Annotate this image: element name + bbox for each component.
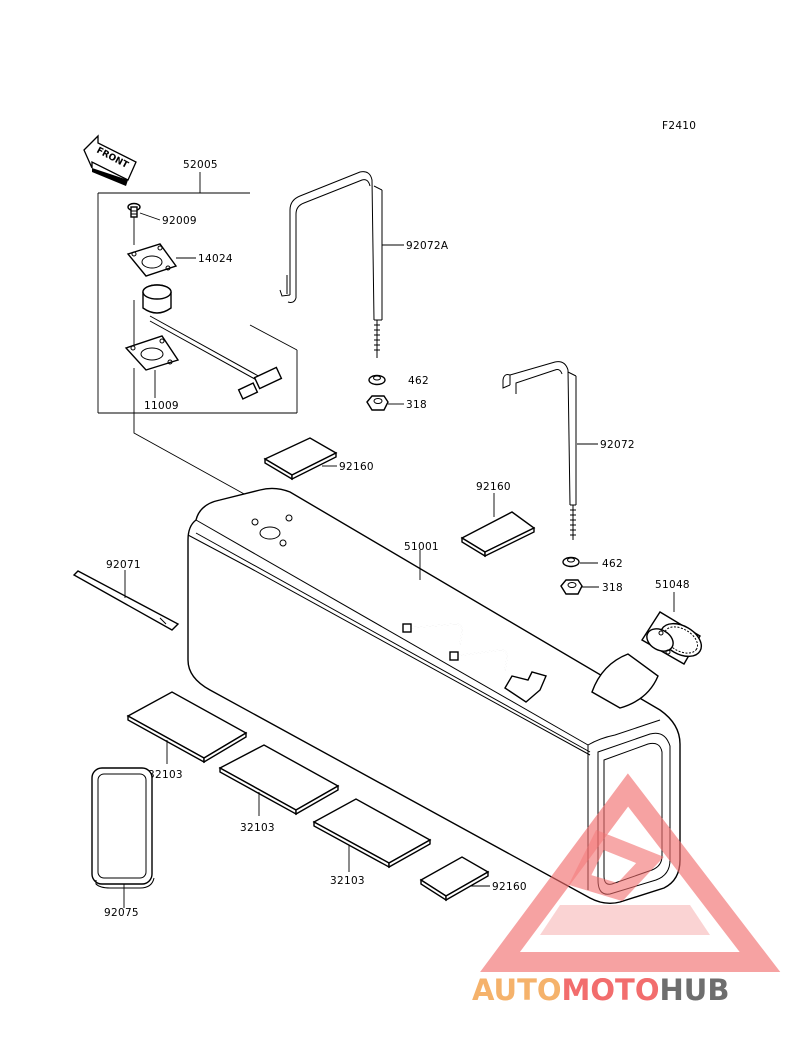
nut-318-a <box>366 395 389 411</box>
pad-32103-c <box>312 798 432 869</box>
label-92072: 92072 <box>600 439 635 451</box>
gasket-14024 <box>126 243 178 277</box>
fuel-sender-unit <box>142 284 283 400</box>
label-51048: 51048 <box>655 579 690 591</box>
watermark-logo <box>480 773 781 972</box>
label-92071: 92071 <box>106 559 141 571</box>
label-92160-b: 92160 <box>476 481 511 493</box>
label-32103-a: 32103 <box>148 769 183 781</box>
washer-462-a <box>368 374 386 386</box>
pad-32103-a <box>126 691 248 764</box>
figure-id: F2410 <box>662 120 696 132</box>
label-462-a: 462 <box>408 375 429 387</box>
pad-92160-a <box>263 437 338 481</box>
label-11009: 11009 <box>144 400 179 412</box>
label-318-b: 318 <box>602 582 623 594</box>
strap-92072A <box>279 171 383 358</box>
label-32103-b: 32103 <box>240 822 275 834</box>
watermark-text: AUTOMOTOHUB <box>472 973 729 1007</box>
pad-92160-b <box>460 511 536 558</box>
label-462-b: 462 <box>602 558 623 570</box>
washer-462-b <box>562 556 580 568</box>
pad-32103-b <box>218 744 340 816</box>
label-51001: 51001 <box>404 541 439 553</box>
label-92160-a: 92160 <box>339 461 374 473</box>
gasket-11009 <box>124 335 180 371</box>
watermark-moto: MOTO <box>562 973 660 1007</box>
nut-318-b <box>560 579 583 595</box>
label-92160-c: 92160 <box>492 881 527 893</box>
label-92072A: 92072A <box>406 240 449 252</box>
watermark-auto: AUTO <box>472 973 562 1007</box>
pad-92075 <box>91 767 155 889</box>
fuel-tank-51001 <box>187 487 681 905</box>
strap-92072 <box>502 361 577 540</box>
label-32103-c: 32103 <box>330 875 365 887</box>
assembly-52005-bracket <box>97 172 298 414</box>
label-92075: 92075 <box>104 907 139 919</box>
label-52005: 52005 <box>183 159 218 171</box>
fuel-cap-51048 <box>641 611 702 665</box>
label-92009: 92009 <box>162 215 197 227</box>
front-arrow-icon: FRONT <box>83 134 137 186</box>
watermark-hub: HUB <box>660 973 730 1007</box>
label-318-a: 318 <box>406 399 427 411</box>
screw-92009 <box>127 202 141 218</box>
label-14024: 14024 <box>198 253 233 265</box>
pad-92160-c <box>419 856 490 902</box>
tie-strip-92071 <box>72 570 180 631</box>
